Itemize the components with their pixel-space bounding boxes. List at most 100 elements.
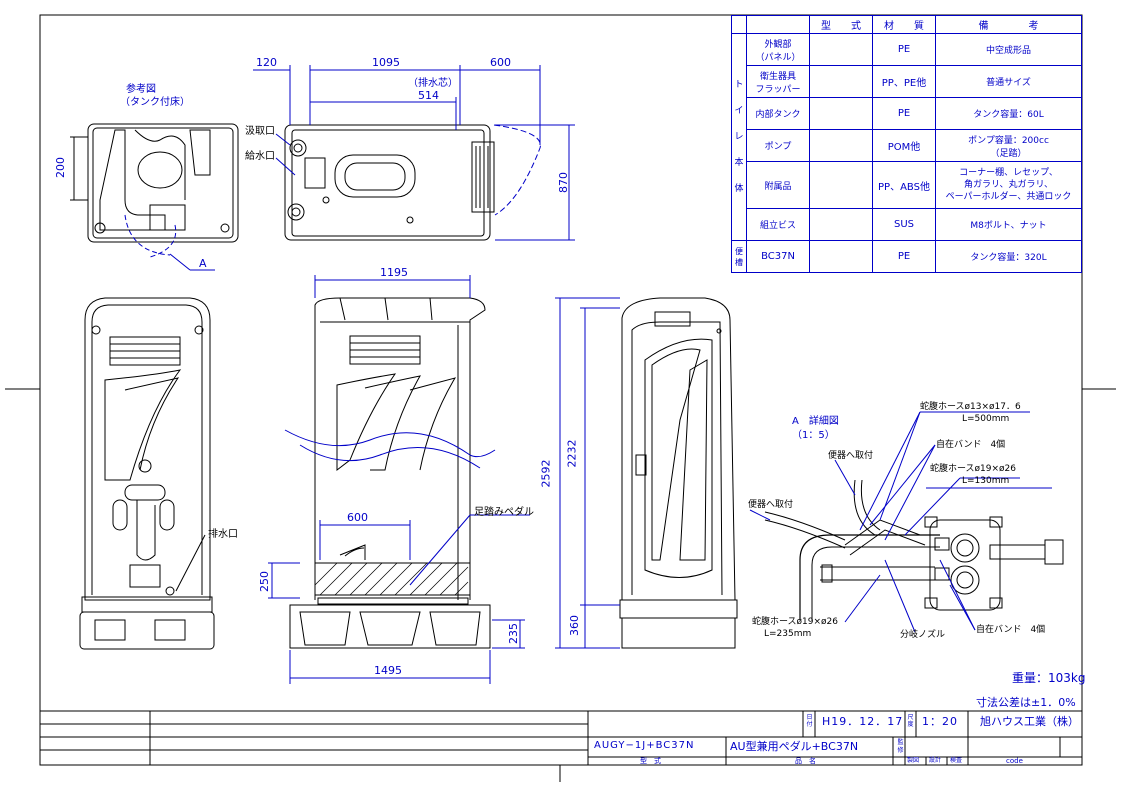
code-label: code xyxy=(1006,757,1023,765)
bowl-char-1: 槽 xyxy=(735,257,743,267)
spec-model-4 xyxy=(809,161,873,209)
spec-row-1: 衛生器具 フラッパー PP、PE他 普通サイズ xyxy=(732,65,1082,98)
side-view-hatch xyxy=(314,562,469,596)
drain-center-label: （排水芯） xyxy=(408,78,458,89)
spec-material-3: POM他 xyxy=(872,129,936,162)
spec-part-1: 衛生器具 フラッパー xyxy=(746,65,810,98)
top-view-drawing xyxy=(284,124,495,241)
group-char-3: 本 xyxy=(734,158,744,168)
spec-row-3: ポンプ POM他 ポンプ容量：200cc （足踏） xyxy=(732,129,1082,162)
dim-870: 870 xyxy=(557,172,570,193)
group-char-4: 体 xyxy=(734,184,744,194)
drain-port-label: 排水口 xyxy=(208,529,238,540)
dim-250: 250 xyxy=(258,571,271,592)
spec-part-5: 組立ビス xyxy=(746,208,810,241)
spec-group-toilet: ト イ レ 本 体 xyxy=(731,33,747,241)
spec-row-0: ト イ レ 本 体 外観部 （パネル） PE 中空成形品 xyxy=(731,33,1082,241)
spec-header-3: 材 質 xyxy=(872,15,936,34)
spec-model-6 xyxy=(809,240,873,273)
model-label: 型 式 xyxy=(640,757,661,765)
spec-material-2: PE xyxy=(872,97,936,130)
reference-callout-a xyxy=(124,214,215,271)
drawing-frame xyxy=(5,14,1116,782)
spec-note-5: M8ボルト、ナット xyxy=(935,208,1082,241)
spec-part-2: 内部タンク xyxy=(746,97,810,130)
spec-model-3 xyxy=(809,129,873,162)
spec-row-4: 附属品 PP、ABS他 コーナー棚、レセップ、 角ガラリ、丸ガラリ、 ペーパーホ… xyxy=(732,161,1082,209)
spec-note-3: ポンプ容量：200cc （足踏） xyxy=(935,129,1082,162)
group-char-0: ト xyxy=(734,80,744,90)
dim-1195: 1195 xyxy=(380,266,408,279)
detail-view-leaders xyxy=(749,411,1052,633)
spec-model-1 xyxy=(809,65,873,98)
spec-row-6: 便 槽 BC37N PE タンク容量：320L xyxy=(731,240,1082,273)
branch-nozzle-label: 分岐ノズル xyxy=(900,630,946,640)
callout-a: A xyxy=(199,257,207,270)
front-view-drawing xyxy=(79,297,215,650)
spec-model-2 xyxy=(809,97,873,130)
dim-200: 200 xyxy=(54,157,67,178)
spec-part-6: BC37N xyxy=(746,240,810,273)
spec-part-3: ポンプ xyxy=(746,129,810,162)
spec-part-0: 外観部 （パネル） xyxy=(746,33,810,66)
band1-label: 自在バンド 4個 xyxy=(936,440,1006,450)
spec-header-row: 型 式 材 質 備 考 xyxy=(731,15,1082,34)
design-label: 設計 xyxy=(929,757,942,764)
dim-600-side: 600 xyxy=(347,511,368,524)
drafting-label: 製図 xyxy=(907,757,920,764)
detail-view-drawing xyxy=(764,479,1064,620)
group-char-1: イ xyxy=(734,106,744,116)
dim-600-top: 600 xyxy=(490,56,511,69)
to-toilet-label-1: 便器へ取付 xyxy=(828,451,874,461)
weight-label: 重量：103kg xyxy=(1012,671,1086,685)
spec-header-1 xyxy=(746,15,810,34)
spec-note-6: タンク容量：320L xyxy=(935,240,1082,273)
scale-label: 尺度 xyxy=(907,714,914,728)
suction-port-label: 汲取口 xyxy=(245,126,275,137)
spec-material-5: SUS xyxy=(872,208,936,241)
scale-value: 1：20 xyxy=(922,715,958,728)
spec-model-5 xyxy=(809,208,873,241)
spec-row-2: 内部タンク PE タンク容量：60L xyxy=(732,97,1082,130)
detail-title: A 詳細図 xyxy=(792,416,839,427)
model-value: AUGY−1J+BC37N xyxy=(594,740,695,751)
hose2-label: 蛇腹ホースø19×ø26 xyxy=(930,464,1017,474)
reference-view-subtitle: （タンク付床） xyxy=(120,97,190,108)
dim-514: 514 xyxy=(418,89,439,102)
hose1-label: 蛇腹ホースø13×ø17．6 xyxy=(920,402,1021,412)
spec-material-6: PE xyxy=(872,240,936,273)
tolerance-label: 寸法公差は±1．0% xyxy=(976,696,1076,709)
bowl-char-0: 便 xyxy=(735,246,743,256)
dim-1495: 1495 xyxy=(374,664,402,677)
dim-235: 235 xyxy=(507,623,520,644)
spec-header-0 xyxy=(731,15,747,34)
spec-row-5: 組立ビス SUS M8ボルト、ナット xyxy=(732,208,1082,241)
spec-note-2: タンク容量：60L xyxy=(935,97,1082,130)
top-view-door-swing xyxy=(493,124,541,216)
title-block-lines xyxy=(40,710,1082,765)
name-label: 品 名 xyxy=(795,757,816,765)
group-char-2: レ xyxy=(734,132,744,142)
side-view-break-lines xyxy=(284,429,496,469)
spec-material-1: PP、PE他 xyxy=(872,65,936,98)
to-toilet-label-2: 便器へ取付 xyxy=(748,500,794,510)
hose2-length: L=130mm xyxy=(962,476,1010,486)
spec-part-4: 附属品 xyxy=(746,161,810,209)
right-view-drawing xyxy=(619,297,738,649)
hose3-label: 蛇腹ホースø19×ø26 xyxy=(752,617,839,627)
hose3-length: L=235mm xyxy=(764,629,812,639)
spec-header-2: 型 式 xyxy=(809,15,873,34)
spec-note-4: コーナー棚、レセップ、 角ガラリ、丸ガラリ、 ペーパーホルダー、共通ロック xyxy=(935,161,1082,209)
spec-note-1: 普通サイズ xyxy=(935,65,1082,98)
check-label: 検査 xyxy=(950,757,963,764)
hose1-length: L=500mm xyxy=(962,414,1010,424)
foot-pedal-label: 足踏みペダル xyxy=(474,507,534,518)
spec-model-0 xyxy=(809,33,873,66)
right-view-dimensions xyxy=(555,297,620,649)
detail-scale: （1：5） xyxy=(792,430,835,441)
reference-view-drawing xyxy=(70,123,239,243)
spec-table: 型 式 材 質 備 考 ト イ レ 本 体 外観部 （パネル） PE 中空成形品… xyxy=(731,15,1082,273)
date-label: 日付 xyxy=(806,714,813,728)
